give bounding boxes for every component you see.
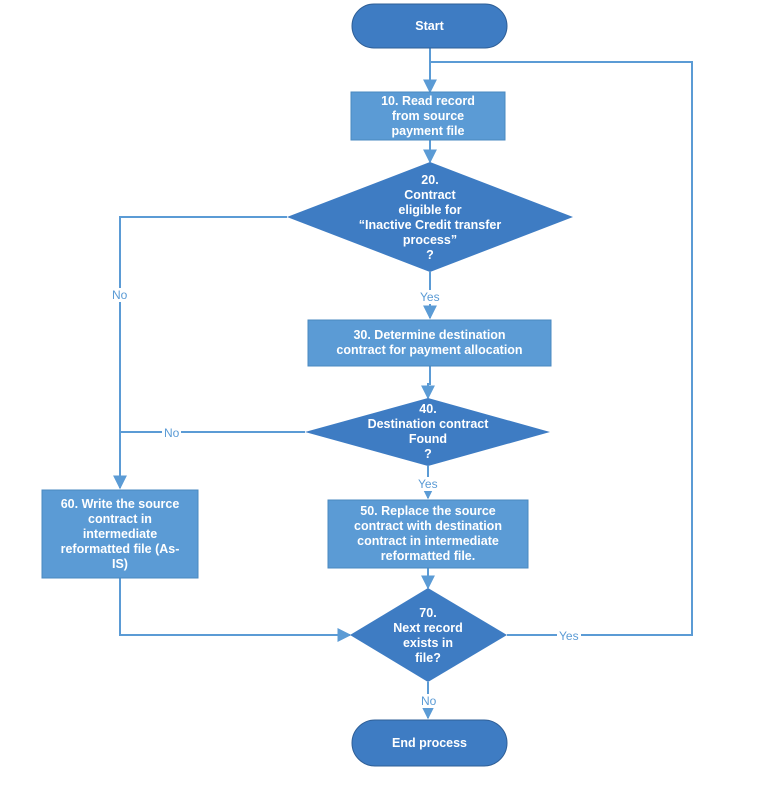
edge-70-yes-label: Yes xyxy=(557,629,581,643)
edge-20-yes-label: Yes xyxy=(418,290,442,304)
edge-40-yes-label: Yes xyxy=(416,477,440,491)
connector-60-to-70 xyxy=(119,578,352,642)
shapes xyxy=(41,3,573,767)
connectors xyxy=(113,48,693,720)
edge-20-no-label: No xyxy=(110,288,130,302)
end-terminator xyxy=(351,719,508,767)
step-30-box xyxy=(307,319,552,367)
decision-70-diamond xyxy=(350,588,507,682)
connector-20-no-to-60 xyxy=(113,216,287,490)
edge-40-no-label: No xyxy=(162,426,182,440)
step-50-box xyxy=(327,499,529,569)
start-terminator xyxy=(351,3,508,49)
connector-70-yes-loop xyxy=(430,61,693,636)
decision-20-diamond xyxy=(287,162,573,272)
step-10-box xyxy=(350,91,506,141)
decision-40-diamond xyxy=(305,398,550,466)
step-60-box xyxy=(41,489,199,579)
edge-70-no-label: No xyxy=(419,694,439,708)
connector-30-to-40 xyxy=(421,366,435,400)
